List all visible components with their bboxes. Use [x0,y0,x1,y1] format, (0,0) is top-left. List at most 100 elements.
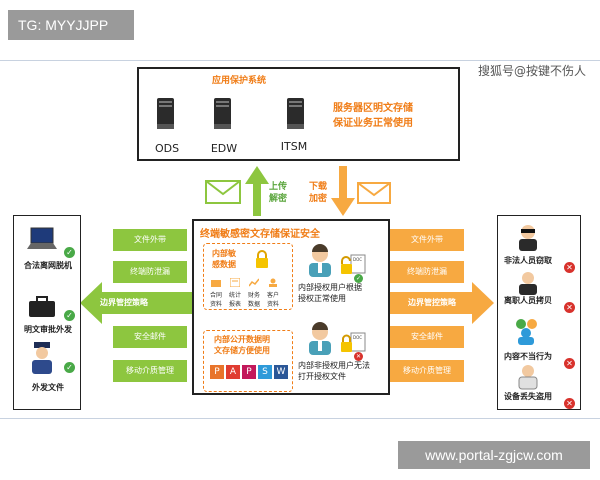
left-strategy-label: 边界管控策略 [100,298,148,307]
folder-icon [211,280,221,287]
top-tag: TG: MYYJJPP [8,10,134,40]
unauthorized-text: 内部非授权用户无法 打开授权文件 [298,360,370,382]
server-label: ITSM [280,140,308,153]
left-pill-file-out: 文件外带 [113,229,187,251]
app-protection-title: 应用保护系统 [211,76,266,86]
left-strategy-arrow [80,282,192,324]
terminal-title: 终端敏感密文存储保证安全 [200,229,320,240]
lock-icon [256,250,268,268]
locked-doc-icon [341,332,366,352]
left-pill-dlp: 终端防泄漏 [113,261,187,283]
right-pill-media: 移动介质管理 [390,360,464,382]
unauthorized-doc-icon: DOC ✕ [340,332,366,361]
authorized-user-icon [309,244,331,277]
right-item-misconduct: 内容不当行为 [504,352,552,361]
ok-icon: ✓ [64,355,75,374]
internal-title-line: 感数据 [212,260,236,269]
public-title-line: 文存储方便使用 [214,346,270,355]
deny-icon: ✕ [564,295,575,314]
briefcase-icon [29,296,55,317]
right-pill-file-out: 文件外带 [390,229,464,251]
right-item-theft: 非法人员窃取 [504,256,552,265]
server-ods [155,97,177,135]
server-note-1: 服务器区明文存储 [333,103,413,114]
download-label-line: 下载 [309,182,328,192]
app-icon-s: S [258,365,272,379]
server-icon [157,98,174,129]
upload-label-line: 解密 [269,194,288,204]
server-icon [214,98,231,129]
unauthorized-text-line: 内部非授权用户无法 [298,361,370,370]
authorized-text-line: 授权正常使用 [298,294,346,303]
server-label: EDW [210,142,238,155]
app-protection-box: 应用保护系统 ODS EDW ITSM 服务器区明文存储 保证业务正常使用 [137,67,460,161]
left-pill-mail: 安全邮件 [113,326,187,348]
customer-icon [269,278,277,287]
internal-item-report: 统计 报表 [228,292,241,308]
internal-item-contract: 合同 资料 [209,292,222,308]
server-label: ODS [154,142,180,155]
unlock-doc-icon [341,254,366,274]
server-note-2: 保证业务正常使用 [333,118,413,129]
right-item-lost: 设备丢失盗用 [504,392,552,401]
download-label: 下载 加密 [309,181,327,205]
chart-icon [249,278,259,287]
left-item-offline: 合法离网脱机 [24,261,72,270]
internal-title-line: 内部敏 [212,249,236,258]
left-pill-media: 移动介质管理 [113,360,187,382]
deny-icon: ✕ [354,352,363,361]
group-icon [516,319,537,345]
left-item-approved: 明文审批外发 [24,325,72,334]
report-icon [230,278,240,287]
deny-icon: ✕ [564,391,575,410]
upload-label-line: 上传 [269,182,288,192]
app-icon-a: A [226,365,240,379]
watermark: 搜狐号@按键不伤人 [477,64,586,78]
app-icon-w: W [274,365,288,379]
bottom-tag: www.portal-zgjcw.com [398,441,590,469]
public-title-line: 内部公开数据明 [214,335,270,344]
ok-icon: ✓ [354,274,363,283]
internal-public-panel: 内部公开数据明 文存储方便使用 P A P S W [203,330,293,392]
upload-arrow [245,166,269,216]
authorized-text: 内部授权用户根据 授权正常使用 [298,282,362,304]
thief-icon [519,225,537,251]
envelope-icon [357,182,391,204]
leaver-icon [519,272,537,295]
internal-title: 内部敏 感数据 [212,248,236,270]
ok-icon: ✓ [64,303,75,322]
right-items-box: 非法人员窃取 ✕ 离职人员拷贝 ✕ 内容不当行为 ✕ 设备丢失盗用 ✕ [497,215,581,410]
right-item-copy: 离职人员拷贝 [504,296,552,305]
envelope-icon [205,180,241,204]
right-strategy-label: 边界管控策略 [408,298,456,307]
unauthorized-user-icon [309,322,331,355]
internal-item-finance: 财务 数据 [247,292,260,308]
left-item-outgoing: 外发文件 [32,383,64,392]
ok-icon: ✓ [64,240,75,259]
right-strategy-arrow [390,282,494,324]
doc-label: DOC [353,335,363,340]
authorized-text-line: 内部授权用户根据 [298,283,362,292]
internal-item-customer: 客户 资料 [266,292,279,308]
download-arrow [331,166,355,216]
server-itsm [285,97,307,135]
download-label-line: 加密 [309,194,328,204]
deny-icon: ✕ [564,351,575,370]
public-title: 内部公开数据明 文存储方便使用 [214,334,270,356]
laptop-icon [27,227,57,249]
server-icon [287,98,304,129]
upload-label: 上传 解密 [269,181,287,205]
internal-sensitive-panel: 内部敏 感数据 合同 资料 统计 报表 财务 数据 客户 资料 [203,243,293,310]
officer-icon [32,342,52,374]
app-icon-p2: P [242,365,256,379]
terminal-box: 终端敏感密文存储保证安全 内部敏 感数据 合同 资料 统计 报表 财务 数据 客… [192,219,390,395]
doc-label: DOC [353,257,363,262]
right-pill-dlp: 终端防泄漏 [390,261,464,283]
authorized-doc-icon: DOC ✓ [340,254,366,283]
left-items-box: ✓ 合法离网脱机 ✓ 明文审批外发 ✓ 外发文件 [13,215,81,410]
frame-bottom-line [0,418,600,419]
transfer-arrows [245,166,355,216]
app-icon-p: P [210,365,224,379]
server-edw [212,97,234,135]
deny-icon: ✕ [564,255,575,274]
